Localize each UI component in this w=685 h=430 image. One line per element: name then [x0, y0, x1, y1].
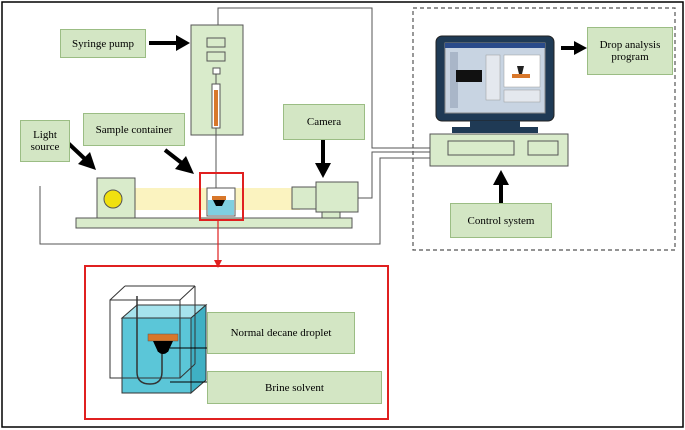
- label-brine-solvent: Brine solvent: [207, 371, 382, 404]
- syringe-pump-device: [190, 24, 244, 196]
- pointer-arrows: [66, 35, 587, 205]
- computer-base-unit: [429, 133, 569, 167]
- arrow-drop-analysis: [561, 41, 587, 55]
- arrow-light-source: [66, 141, 96, 170]
- label-normal-decane-droplet: Normal decane droplet: [207, 312, 355, 354]
- computer-monitor: [435, 35, 555, 133]
- zoom-detail-frame: [84, 265, 389, 420]
- arrow-camera: [315, 140, 331, 178]
- wires: [39, 7, 430, 245]
- label-control-system: Control system: [450, 203, 552, 238]
- label-camera: Camera: [283, 104, 365, 140]
- camera-device: [291, 181, 359, 219]
- light-source-device: [96, 177, 136, 219]
- label-light-source: Light source: [20, 120, 70, 162]
- arrow-sample-container: [163, 148, 194, 174]
- label-sample-container: Sample container: [83, 113, 185, 146]
- optical-bench: [75, 217, 353, 229]
- label-drop-analysis-program: Drop analysis program: [587, 27, 673, 75]
- sample-container-device: [199, 172, 244, 221]
- arrow-syringe-pump: [149, 35, 190, 51]
- arrow-control-system: [493, 170, 509, 205]
- label-syringe-pump: Syringe pump: [60, 29, 146, 58]
- enlarged-container: [109, 285, 208, 395]
